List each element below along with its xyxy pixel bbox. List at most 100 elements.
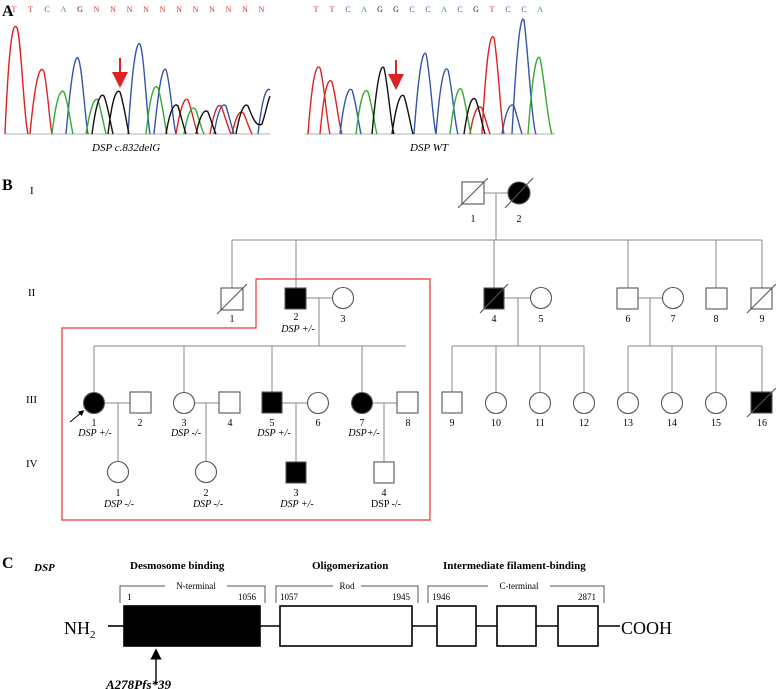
protein-schematic — [108, 605, 620, 647]
mutant-caption: DSP c.832delG — [91, 142, 160, 154]
genotype-ii-2: DSP +/- — [280, 324, 315, 335]
base-call: A — [361, 5, 367, 14]
base-call: N — [143, 5, 149, 14]
panel-label-c: C — [2, 555, 14, 572]
member-iv-1-female — [106, 460, 130, 484]
svg-text:13: 13 — [623, 418, 633, 429]
n-terminus-label: NH2 — [64, 618, 96, 641]
svg-text:2: 2 — [204, 488, 209, 499]
wildtype-caption: DSP WT — [409, 142, 449, 154]
member-iii-15-female — [704, 391, 728, 415]
member-ii-6-male — [616, 287, 639, 310]
function-oligomerization: Oligomerization — [312, 560, 388, 572]
base-call: C — [457, 5, 462, 14]
member-iii-12-female — [572, 391, 596, 415]
member-iv-4-male — [373, 461, 395, 484]
svg-text:5: 5 — [270, 418, 275, 429]
genotype-iv-2: DSP -/- — [192, 499, 223, 510]
c-terminal-repeat-1 — [436, 605, 477, 647]
svg-text:6: 6 — [316, 418, 321, 429]
base-call: N — [160, 5, 166, 14]
base-call: N — [209, 5, 215, 14]
svg-text:8: 8 — [406, 418, 411, 429]
function-desmosome-binding: Desmosome binding — [130, 560, 225, 572]
gene-name: DSP — [33, 562, 55, 574]
mutant-chromatogram — [4, 25, 271, 135]
svg-text:1: 1 — [116, 488, 121, 499]
base-call: N — [176, 5, 182, 14]
base-call: C — [425, 5, 430, 14]
svg-text:3: 3 — [294, 488, 299, 499]
pedigree-genotypes: DSP +/- DSP +/- DSP -/- DSP +/- DSP+/- D… — [77, 324, 401, 510]
c-terminal-start: 1946 — [432, 592, 451, 602]
base-call: C — [409, 5, 414, 14]
generation-label-ii: II — [28, 287, 36, 299]
svg-text:12: 12 — [579, 418, 589, 429]
highlighted-family-branch — [61, 278, 431, 521]
base-call: T — [330, 5, 335, 14]
svg-text:16: 16 — [757, 418, 767, 429]
member-iii-14-female — [660, 391, 684, 415]
svg-text:9: 9 — [450, 418, 455, 429]
mutation-label: A278Pfs*39 — [105, 677, 172, 689]
base-call: C — [345, 5, 350, 14]
member-ii-2-affected-male — [284, 287, 307, 310]
base-call: C — [505, 5, 510, 14]
proband-arrow — [69, 410, 85, 423]
generation-label-iii: III — [26, 394, 37, 406]
svg-text:15: 15 — [711, 418, 721, 429]
base-call: G — [377, 5, 383, 14]
svg-text:4: 4 — [492, 314, 497, 325]
c-terminus-label: COOH — [621, 618, 672, 638]
base-call: T — [28, 5, 33, 14]
svg-text:7: 7 — [360, 418, 365, 429]
svg-text:3: 3 — [182, 418, 187, 429]
base-call: T — [314, 5, 319, 14]
base-call: G — [77, 5, 83, 14]
base-call: N — [226, 5, 232, 14]
member-ii-7-female — [661, 286, 685, 310]
domain-n-terminal-label: N-terminal — [176, 581, 216, 591]
base-call: N — [94, 5, 100, 14]
member-iv-2-female — [194, 460, 218, 484]
base-call: N — [259, 5, 265, 14]
base-call: A — [61, 5, 67, 14]
member-iv-3-affected-male — [285, 461, 307, 484]
base-call: A — [441, 5, 447, 14]
base-call: N — [242, 5, 248, 14]
svg-text:10: 10 — [491, 418, 501, 429]
svg-text:4: 4 — [228, 418, 233, 429]
n-terminal-end: 1056 — [238, 592, 257, 602]
member-iii-5-affected-male — [261, 391, 283, 414]
svg-text:1: 1 — [471, 214, 476, 225]
member-iii-11-female — [528, 391, 552, 415]
n-terminal-start: 1 — [127, 592, 132, 602]
member-iii-7-affected-female — [350, 391, 374, 415]
rod-start: 1057 — [280, 592, 299, 602]
base-call: N — [127, 5, 133, 14]
base-call: C — [521, 5, 526, 14]
base-call: T — [490, 5, 495, 14]
member-iii-9-male — [441, 391, 463, 414]
base-call: A — [537, 5, 543, 14]
member-iii-13-female — [616, 391, 640, 415]
base-call: G — [393, 5, 399, 14]
panel-label-b: B — [2, 177, 13, 194]
svg-text:2: 2 — [517, 214, 522, 225]
genotype-iii-3: DSP -/- — [170, 428, 201, 439]
svg-text:1: 1 — [92, 418, 97, 429]
member-iii-3-female — [172, 391, 196, 415]
member-iii-2-male — [129, 391, 152, 414]
base-call: G — [473, 5, 479, 14]
svg-text:4: 4 — [382, 488, 387, 499]
svg-text:8: 8 — [714, 314, 719, 325]
pedigree-member-numbers: 1 2 1 2 3 4 5 6 7 8 9 1 2 3 4 5 6 7 8 9 … — [92, 214, 768, 499]
genotype-iv-3: DSP +/- — [279, 499, 314, 510]
member-ii-5-female — [529, 286, 553, 310]
rod-domain — [279, 605, 413, 647]
c-terminal-end: 2871 — [578, 592, 596, 602]
pedigree-symbols — [82, 177, 777, 484]
